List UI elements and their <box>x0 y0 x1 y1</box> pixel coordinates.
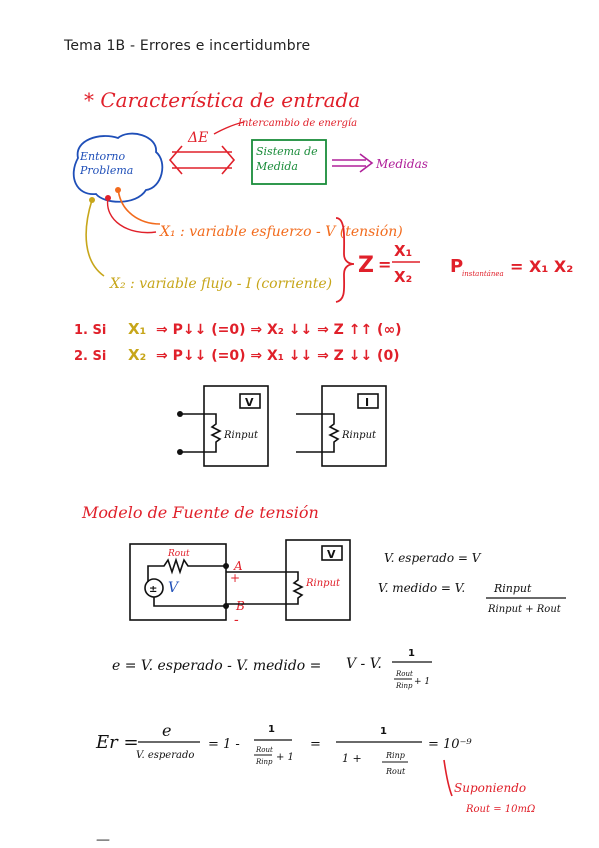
ammeter-display-label: I <box>365 396 369 409</box>
case2-rest: ⇒ P↓↓ (=0) ⇒ X₁ ↓↓ ⇒ Z ↓↓ (0) <box>156 348 400 364</box>
section1-heading: * Característica de entrada <box>84 88 360 112</box>
double-arrow <box>168 145 236 175</box>
f1-plus: + 1 <box>276 752 294 763</box>
measurement-system-box <box>251 139 327 185</box>
node-a-label: A <box>233 559 243 573</box>
rel-error-eq1: = 1 - <box>208 737 240 752</box>
rinput-label-2: Rinput <box>341 430 377 441</box>
plus-sign: + <box>230 571 240 585</box>
impedance-symbol: Z <box>358 253 374 278</box>
assumption-value: Rout = 10mΩ <box>465 804 535 815</box>
x1-link-2 <box>106 197 157 234</box>
rout-label: Rout <box>167 549 190 559</box>
document-title: Tema 1B - Errores e incertidumbre <box>64 38 311 54</box>
meter-display <box>321 545 343 561</box>
x1-label: X₁ : variable esfuerzo - V (tensión) <box>159 224 403 240</box>
delta-e-label: ΔE <box>187 130 208 146</box>
x2-label: X₂ : variable flujo - I (corriente) <box>109 276 332 292</box>
assumption-pointer <box>443 759 453 797</box>
x1-dot-2 <box>105 195 111 201</box>
environment-cloud <box>72 132 164 203</box>
circuit-ammeter: I Rinput <box>296 385 387 467</box>
source-polarity: ± <box>149 584 157 595</box>
voltage-source-model: Rout ± V A + B - V Rinput <box>129 539 351 628</box>
rinput-resistor <box>180 413 222 453</box>
voltmeter-box <box>203 385 269 467</box>
minus-sign: - <box>234 612 239 628</box>
measurement-system-label: Sistema de Medida <box>256 145 318 173</box>
rinput-label-1: Rinput <box>223 430 259 441</box>
rel-error-eq3: = 10⁻⁹ <box>428 737 472 752</box>
f2-dn: Rinp <box>385 751 405 760</box>
error-rhs: V - V. <box>346 656 382 672</box>
source-v-label: V <box>168 580 180 596</box>
voltmeter-display-label: V <box>245 396 254 409</box>
x1-dot <box>115 187 121 193</box>
v-measured: V. medido = V. <box>378 581 465 595</box>
meter-rinput-label: Rinput <box>305 578 341 589</box>
case2-var: X₂ <box>128 346 146 364</box>
meter-display-label: V <box>327 548 336 561</box>
environment-label: Entorno Problema <box>80 150 134 177</box>
rout-resistor <box>147 557 226 582</box>
impedance-numerator: X₁ <box>394 242 412 260</box>
vm-numerator: Rinput <box>493 582 532 595</box>
meter-box <box>285 539 351 621</box>
case1-var: X₁ <box>128 320 146 338</box>
assumption-label: Suponiendo <box>454 781 526 795</box>
x2-link <box>85 199 105 277</box>
rel-error-lhs: Er = <box>95 732 139 753</box>
ammeter-display <box>357 393 379 409</box>
case1-rest: ⇒ P↓↓ (=0) ⇒ X₂ ↓↓ ⇒ Z ↑↑ (∞) <box>156 322 402 338</box>
error-lhs: e = V. esperado - V. medido = <box>112 658 321 674</box>
source-bottom-wire <box>153 597 226 607</box>
f1-num: 1 <box>268 724 275 735</box>
f2-num: 1 <box>380 726 387 737</box>
f2-den: 1 + <box>342 752 362 765</box>
measurements-arrow <box>332 153 374 173</box>
load-rinput <box>226 571 304 605</box>
rel-error-den: V. esperado <box>136 750 194 761</box>
x1-link-1 <box>117 187 161 225</box>
node-a-dot <box>223 563 229 569</box>
rel-error-num: e <box>162 721 171 740</box>
energy-exchange-label: Intercambio de energía <box>237 118 357 129</box>
measurements-label: Medidas <box>375 157 428 171</box>
voltmeter-display <box>239 393 261 409</box>
vm-denominator: Rinput + Rout <box>487 604 562 615</box>
f2-dd: Rout <box>385 767 406 776</box>
section2-heading: Modelo de Fuente de tensión <box>81 503 319 522</box>
impedance-equals: = <box>378 255 391 274</box>
cutoff-line: — <box>96 832 110 848</box>
ammeter-box <box>321 385 387 467</box>
energy-arrow-line <box>213 121 245 135</box>
power-rhs: = X₁ X₂ <box>510 257 573 276</box>
error-frac-plus: + 1 <box>414 677 430 687</box>
impedance-denominator: X₂ <box>394 268 412 286</box>
rel-error-eq2: = <box>310 737 321 752</box>
node-b-label: B <box>235 599 245 613</box>
source-box <box>129 543 227 621</box>
error-frac-den-num: Rout <box>395 670 413 678</box>
circuit-voltmeter: V Rinput <box>177 385 269 467</box>
case1-num: 1. Si <box>74 323 106 338</box>
case2-num: 2. Si <box>74 349 106 364</box>
power-subscript: instantánea <box>462 270 504 278</box>
v-expected: V. esperado = V <box>384 551 482 565</box>
error-frac-den-den: Rinp <box>395 682 413 690</box>
f1-dd: Rinp <box>255 758 273 766</box>
brace <box>335 217 355 303</box>
f1-dn: Rout <box>255 746 273 754</box>
rinput-resistor-2 <box>296 413 340 453</box>
x2-dot <box>89 197 95 203</box>
error-frac-num: 1 <box>408 648 415 659</box>
power-symbol: P <box>450 256 463 277</box>
